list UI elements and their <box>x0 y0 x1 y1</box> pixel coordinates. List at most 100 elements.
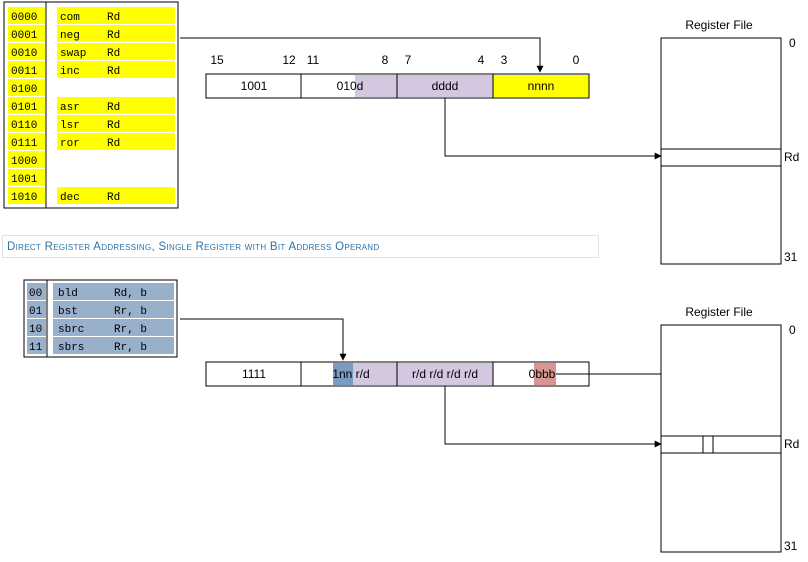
top-code-cell <box>8 133 45 150</box>
top-register-index-0: 0 <box>789 36 796 50</box>
top-opcode-operand: Rd <box>107 66 120 78</box>
bottom-field-rrrr-highlight <box>397 363 493 385</box>
bottom-mnemonic-cell <box>53 337 174 354</box>
top-opcode-code: 0011 <box>11 66 38 78</box>
top-bit-number: 3 <box>501 53 508 67</box>
top-mnemonic-cell <box>57 43 175 60</box>
top-mnemonic-cell <box>57 133 175 150</box>
bottom-opcode-code: 01 <box>29 306 43 318</box>
top-opcode-code: 0010 <box>11 48 37 60</box>
top-opcode-operand: Rd <box>107 102 120 114</box>
bottom-code-cell <box>27 283 46 300</box>
top-bit-number: 7 <box>405 53 412 67</box>
bottom-field-nn-highlight <box>333 363 353 385</box>
bottom-opcode-code: 10 <box>29 324 42 336</box>
top-code-cell <box>8 97 45 114</box>
top-field-1: 1001 <box>241 79 268 93</box>
bottom-opcode-mnemonic: sbrc <box>58 324 84 336</box>
bottom-code-cell <box>27 319 46 336</box>
top-mnemonic-cell <box>57 61 175 78</box>
top-field-dddd-highlight <box>397 75 493 97</box>
bottom-register-file: Register File 0 Rd 31 <box>660 305 799 553</box>
top-mnemonic-cell <box>57 25 175 42</box>
bottom-field-bbb-highlight <box>534 363 556 385</box>
top-register-file: Register File 0 Rd 31 <box>660 18 799 265</box>
top-bit-number: 15 <box>210 53 224 67</box>
top-opcode-mnemonic: lsr <box>60 120 80 132</box>
top-opcode-mnemonic: com <box>60 12 80 24</box>
top-mnemonic-cell <box>57 187 175 204</box>
top-bit-number: 8 <box>382 53 389 67</box>
top-register-rd-label: Rd <box>784 150 799 164</box>
section-heading: Direct Register Addressing, Single Regis… <box>2 235 599 258</box>
top-field-3: dddd <box>432 79 459 93</box>
bottom-field-3: r/d r/d r/d r/d <box>412 367 478 381</box>
bottom-register-index-0: 0 <box>789 323 796 337</box>
top-opcode-mnemonic: asr <box>60 102 80 114</box>
top-code-cell <box>8 43 45 60</box>
bottom-code-cell <box>27 301 46 318</box>
top-mnemonic-cell <box>57 151 175 168</box>
top-opcode-code: 1000 <box>11 156 37 168</box>
top-opcode-operand: Rd <box>107 192 120 204</box>
bottom-register-arrow <box>444 386 662 448</box>
top-opcode-code: 0101 <box>11 102 38 114</box>
top-opcode-operand: Rd <box>107 30 120 42</box>
top-opcode-arrow <box>180 37 544 73</box>
top-code-cell <box>8 61 45 78</box>
bottom-opcode-arrow <box>180 318 347 361</box>
bottom-mnemonic-cell <box>53 283 174 300</box>
bottom-opcode-operand: Rd, b <box>114 288 147 300</box>
top-opcode-operand: Rd <box>107 138 120 150</box>
top-opcode-mnemonic: inc <box>60 66 80 78</box>
top-mnemonic-cell <box>57 97 175 114</box>
top-code-cell <box>8 187 45 204</box>
top-opcode-operand: Rd <box>107 48 120 60</box>
top-mnemonic-cell <box>57 79 175 96</box>
top-bit-number: 0 <box>573 53 580 67</box>
top-opcode-mnemonic: dec <box>60 192 80 204</box>
bottom-code-cell <box>27 337 46 354</box>
top-opcode-mnemonic: swap <box>60 48 86 60</box>
bottom-mnemonic-cell <box>53 319 174 336</box>
bottom-field-4: 0bbb <box>529 367 556 381</box>
bottom-opcode-mnemonic: bst <box>58 306 78 318</box>
bottom-opcode-mnemonic: bld <box>58 288 78 300</box>
top-mnemonic-cell <box>57 169 175 186</box>
bottom-opcode-operand: Rr, b <box>114 342 147 354</box>
bottom-opcode-mnemonic: sbrs <box>58 342 84 354</box>
top-field-4: nnnn <box>528 79 555 93</box>
bottom-instruction-word: 1111 1nn r/d r/d r/d r/d r/d 0bbb <box>205 361 590 387</box>
top-opcode-code: 0000 <box>11 12 37 24</box>
bottom-opcode-operand: Rr, b <box>114 324 147 336</box>
top-bit-number: 12 <box>282 53 296 67</box>
top-opcode-code: 0100 <box>11 84 37 96</box>
bottom-mnemonic-cell <box>53 301 174 318</box>
top-opcode-operand: Rd <box>107 120 120 132</box>
top-mnemonic-cell <box>57 7 175 24</box>
top-bit-number: 11 <box>307 53 320 67</box>
top-code-cell <box>8 25 45 42</box>
top-instruction-word: 15 12 11 8 7 4 3 0 1001 010d dddd nnnn <box>205 53 590 99</box>
bottom-register-bit-cell <box>702 435 714 454</box>
top-opcode-mnemonic: neg <box>60 30 80 42</box>
top-code-cell <box>8 79 45 96</box>
top-opcode-code: 0110 <box>11 120 37 132</box>
top-opcode-code: 1010 <box>11 192 37 204</box>
bottom-opcode-operand: Rr, b <box>114 306 147 318</box>
bottom-field-rd-highlight <box>353 363 397 385</box>
bottom-register-rd-label: Rd <box>784 437 799 451</box>
top-register-index-31: 31 <box>784 250 798 264</box>
bottom-register-file-title: Register File <box>685 305 753 319</box>
top-field-nnnn-highlight <box>493 75 589 97</box>
bottom-field-2: 1nn r/d <box>332 367 369 381</box>
top-register-arrow <box>444 98 662 160</box>
top-field-2: 010d <box>337 79 364 93</box>
top-mnemonic-cell <box>57 115 175 132</box>
top-bit-number: 4 <box>478 53 485 67</box>
bottom-register-index-31: 31 <box>784 539 798 553</box>
top-code-cell <box>8 151 45 168</box>
bottom-field-1: 1111 <box>242 367 266 381</box>
